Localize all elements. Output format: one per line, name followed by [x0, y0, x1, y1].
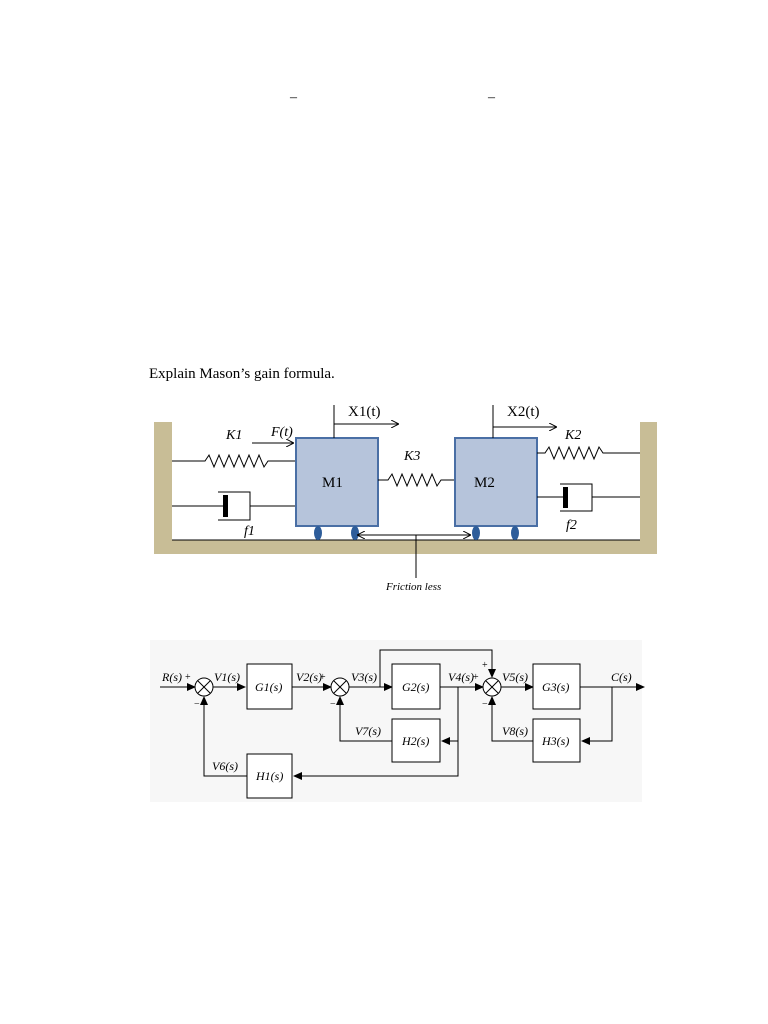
block-g2 — [391, 663, 441, 710]
minus-sign: − — [194, 699, 200, 710]
v2-label: V2(s) — [296, 670, 322, 684]
h1-label: H1(s) — [255, 769, 283, 783]
v6-label: V6(s) — [212, 759, 238, 773]
right-wall — [640, 422, 657, 554]
f2-label: f2 — [566, 518, 577, 533]
plus-sign: + — [185, 672, 191, 683]
v8-label: V8(s) — [502, 724, 528, 738]
wheel — [314, 526, 322, 540]
h3-label: H3(s) — [541, 734, 569, 748]
minus-sign: − — [330, 699, 336, 710]
v7-label: V7(s) — [355, 724, 381, 738]
v1-label: V1(s) — [214, 670, 240, 684]
v5-label: V5(s) — [502, 670, 528, 684]
c-label: C(s) — [611, 670, 632, 684]
v3-label: V3(s) — [351, 670, 377, 684]
summing-junction-1 — [194, 677, 214, 697]
block-g1 — [246, 663, 293, 710]
m1-label: M1 — [322, 475, 343, 491]
plus-sign: + — [473, 672, 479, 683]
block-h2 — [391, 718, 441, 763]
top-mark-2: – — [488, 90, 495, 105]
h2-label: H2(s) — [401, 734, 429, 748]
f1-label: f1 — [244, 524, 255, 539]
block-h3 — [532, 718, 581, 763]
plus-sign: + — [482, 660, 488, 671]
m2-label: M2 — [474, 475, 495, 491]
summing-junction-3 — [482, 677, 502, 697]
summing-junction-2 — [330, 677, 350, 697]
block-g3 — [532, 663, 581, 710]
g1-label: G1(s) — [255, 680, 282, 694]
damper-f2-piston — [563, 487, 568, 508]
mass-m1 — [295, 437, 379, 527]
friction-label: Friction less — [385, 581, 441, 593]
spring-k2 — [537, 445, 640, 461]
minus-sign: − — [482, 699, 488, 710]
g3-label: G3(s) — [542, 680, 569, 694]
wheel — [511, 526, 519, 540]
k3-label: K3 — [403, 449, 420, 464]
mass-m2 — [454, 437, 538, 527]
floor — [154, 540, 657, 554]
r-label: R(s) — [161, 670, 182, 684]
block-h1 — [246, 753, 293, 799]
spring-k1 — [172, 453, 296, 469]
question-text: Explain Mason’s gain formula. — [149, 366, 335, 382]
damper-f1-piston — [223, 495, 228, 517]
x1-label: X1(t) — [348, 404, 381, 420]
x2-label: X2(t) — [507, 404, 540, 420]
top-mark-1: – — [290, 90, 297, 105]
k1-label: K1 — [225, 428, 242, 443]
wheel — [472, 526, 480, 540]
v4-label: V4(s) — [448, 670, 474, 684]
left-wall — [154, 422, 172, 554]
k2-label: K2 — [564, 428, 581, 443]
force-label: F(t) — [270, 425, 293, 440]
plus-sign: + — [320, 672, 326, 683]
g2-label: G2(s) — [402, 680, 429, 694]
spring-k3 — [378, 472, 455, 488]
